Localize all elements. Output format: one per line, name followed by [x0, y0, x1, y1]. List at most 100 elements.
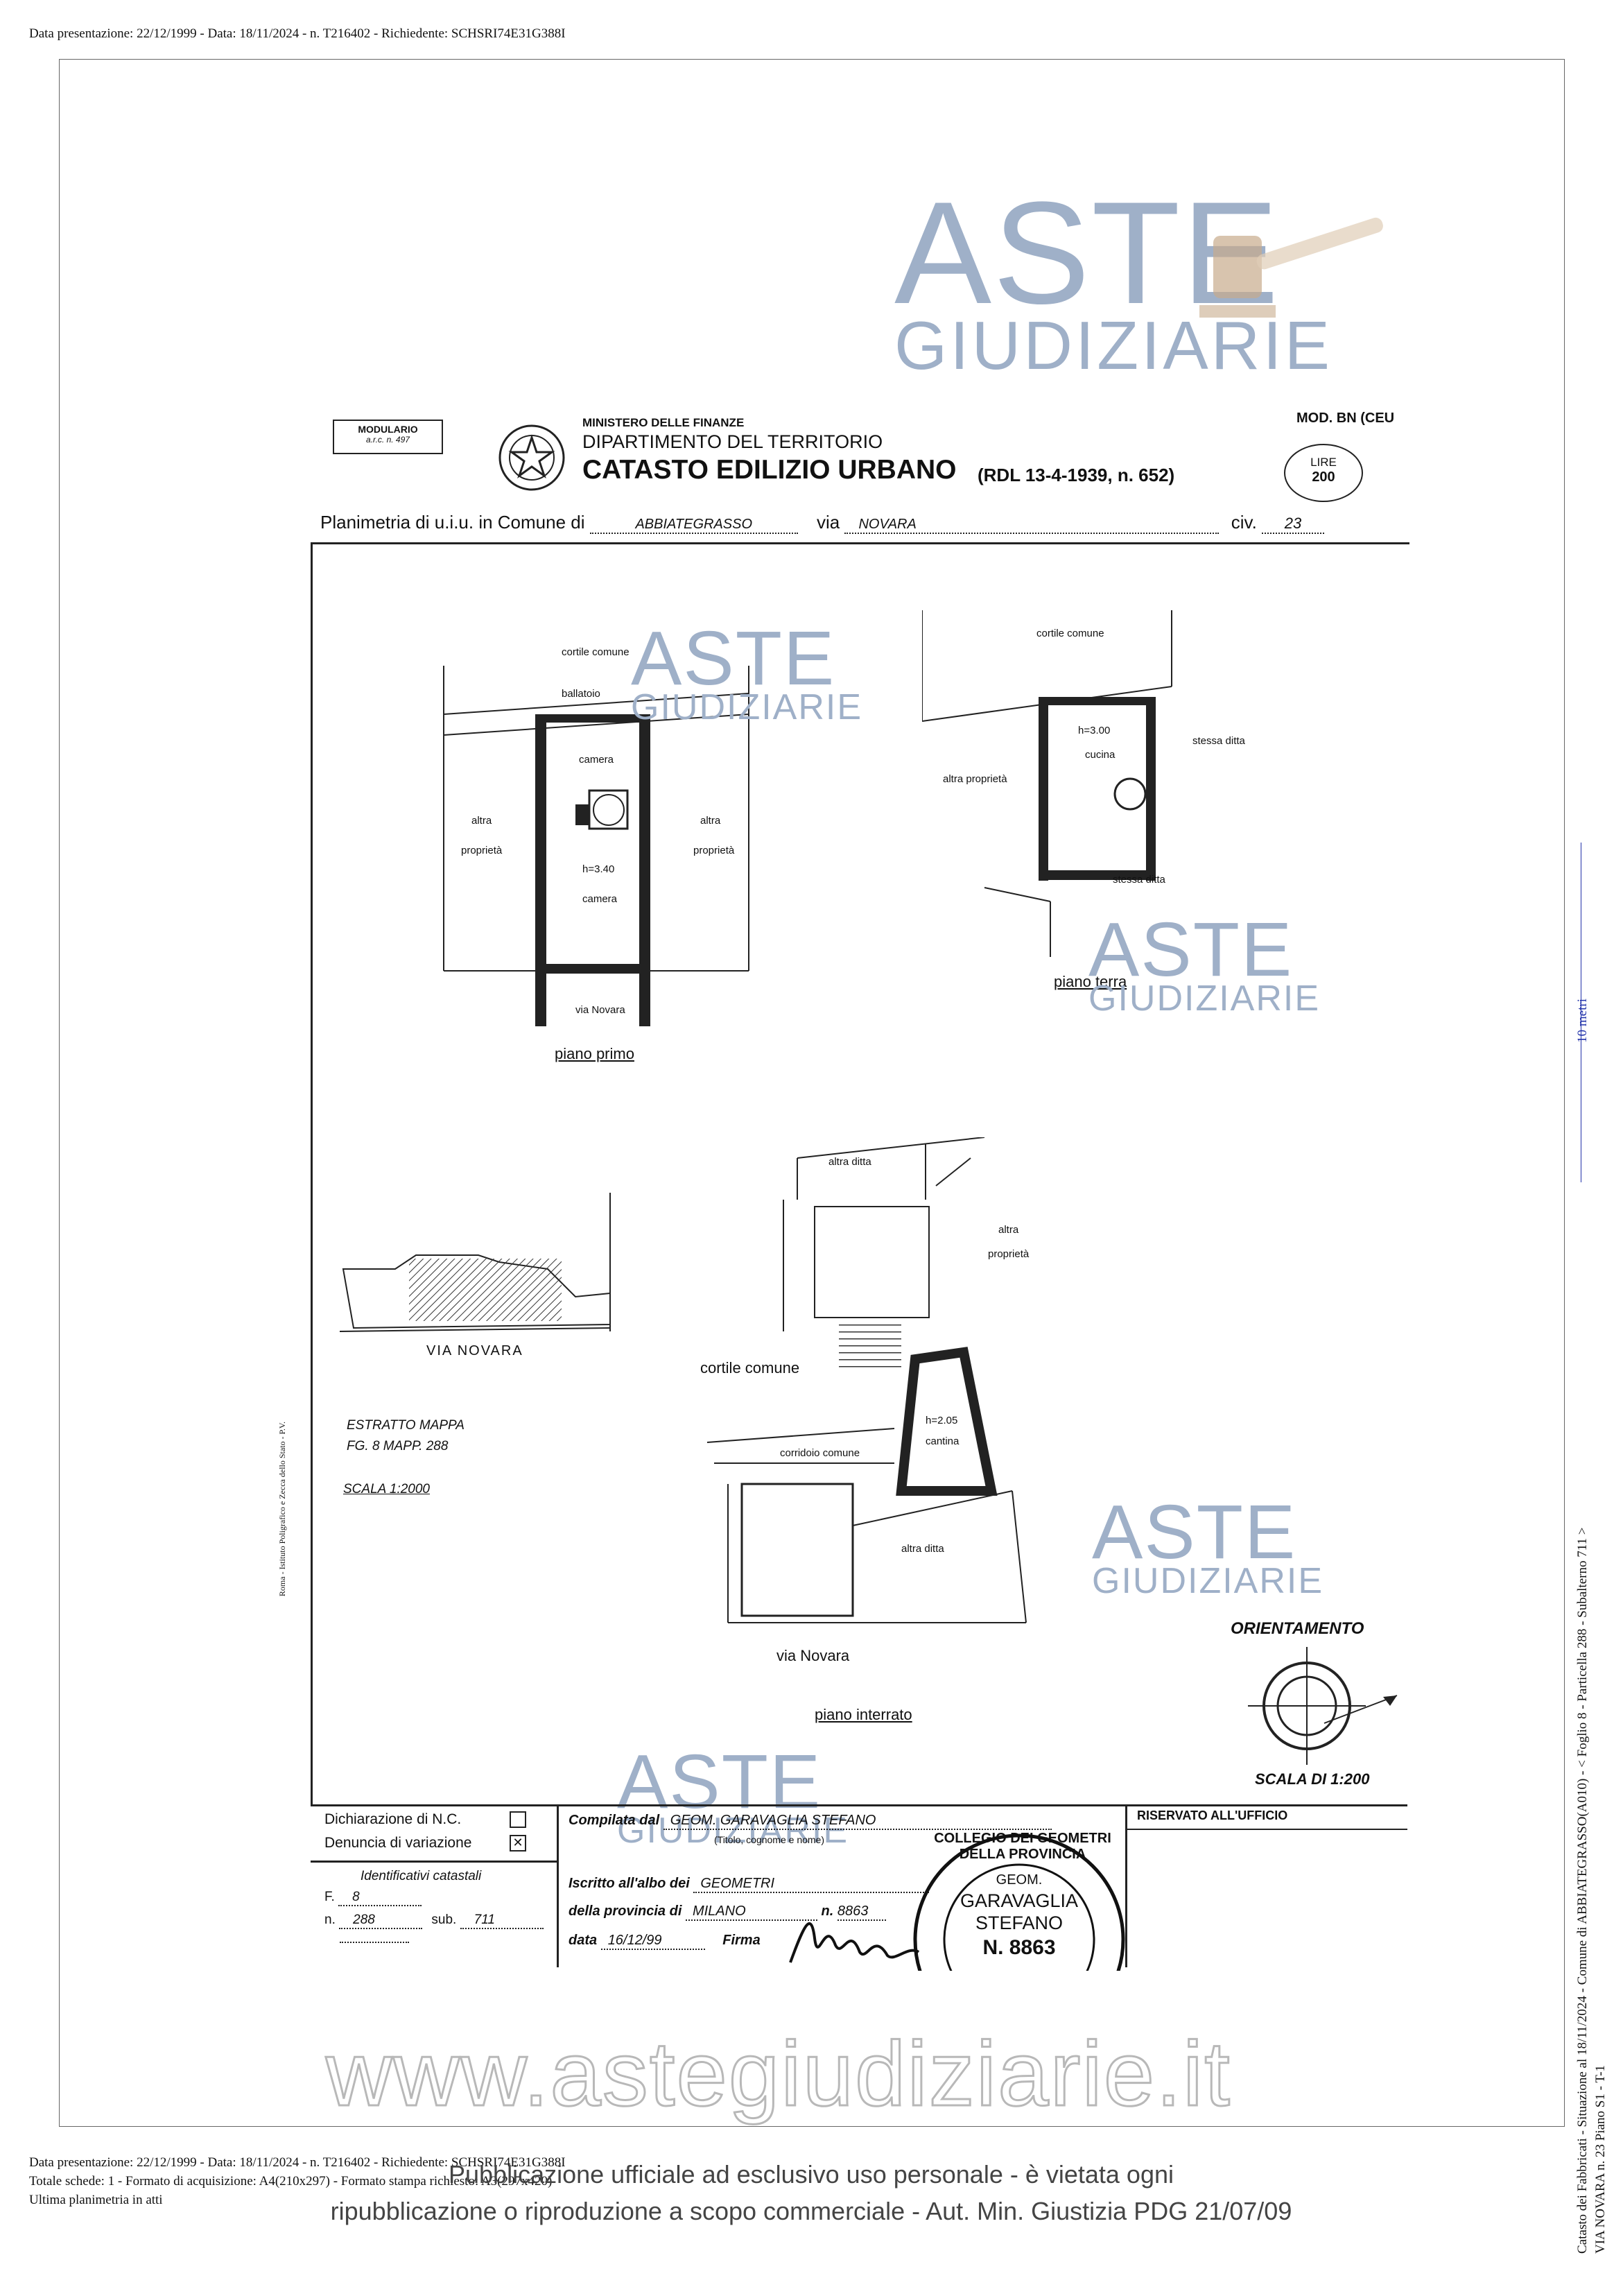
watermark-logo-5: ASTE GIUDIZIARIE [617, 1739, 849, 1849]
presentation-header: Data presentazione: 22/12/1999 - Data: 1… [29, 26, 566, 41]
mod-label: MOD. BN (CEU [1296, 411, 1395, 426]
pp-camera-bottom: camera [582, 893, 618, 905]
denuncia-checkbox[interactable]: ✕ [510, 1835, 526, 1852]
side-catasto-line1: Catasto dei Fabbricati - Situazione al 1… [1575, 1527, 1590, 2254]
iscritto-label: Iscritto all'albo dei [569, 1876, 690, 1891]
ruler-label: 10 metri [1575, 999, 1590, 1043]
scale-label: SCALA DI 1:200 [1255, 1770, 1370, 1788]
pt-cortile: cortile comune [1036, 628, 1104, 639]
compilata-label: Compilata dal [569, 1813, 660, 1828]
side-catasto-line2: VIA NOVARA n. 23 Piano S1 - T-1 [1593, 2064, 1608, 2254]
pt-stessa-bottom: stessa ditta [1113, 874, 1165, 886]
provincia-value: MILANO [685, 1904, 817, 1921]
department-label: DIPARTIMENTO DEL TERRITORIO [582, 431, 883, 452]
pp-height: h=3.40 [582, 863, 615, 875]
wm2-aste: ASTE [631, 616, 836, 701]
planimetria-line: Planimetria di u.i.u. in Comune di ABBIA… [320, 512, 1402, 534]
pt-caption: piano terra [1054, 973, 1127, 990]
map-line2: FG. 8 MAPP. 288 [347, 1439, 449, 1453]
dichiarazione-label: Dichiarazione di N.C. [324, 1811, 462, 1827]
n-label: n. [324, 1913, 336, 1927]
bottom-line1: Data presentazione: 22/12/1999 - Data: 1… [29, 2155, 566, 2170]
pp-camera-top: camera [579, 754, 614, 766]
sub-value: 711 [460, 1913, 544, 1929]
pp-altra-right: altra [700, 815, 721, 827]
pt-stessa-right: stessa ditta [1192, 735, 1245, 747]
ground-floor-drawing [922, 610, 1172, 957]
printer-note: Roma - Istituto Poligrafico e Zecca dell… [277, 1422, 294, 1810]
watermark-url: www.astegiudiziarie.it [325, 2022, 1231, 2126]
pt-cucina: cucina [1085, 749, 1116, 761]
modulario-box: MODULARIO a.r.c. n. 497 [333, 420, 443, 454]
bottom-line3: Ultima planimetria in atti [29, 2193, 163, 2207]
stamp-name1: GARAVAGLIA [960, 1890, 1079, 1911]
wm5-aste: ASTE [617, 1739, 822, 1824]
compilata-value: GEOM. GARAVAGLIA STEFANO [663, 1813, 1052, 1830]
planimetria-label: Planimetria di u.i.u. in Comune di [320, 512, 585, 533]
pi-height: h=2.05 [926, 1415, 958, 1426]
publication-line2: ripubblicazione o riproduzione a scopo c… [330, 2197, 1292, 2225]
stamp-icon [913, 1833, 1125, 1971]
pp-street: via Novara [575, 1004, 625, 1016]
firma-label: Firma [722, 1933, 761, 1948]
watermark-logo-2: ASTE GIUDIZIARIE [631, 616, 863, 727]
pp-prop-right: proprietà [693, 845, 735, 856]
rdl-note: (RDL 13-4-1939, n. 652) [978, 465, 1175, 485]
stamp-geom: GEOM. [996, 1872, 1043, 1888]
watermark-logo-4: ASTE GIUDIZIARIE [1092, 1490, 1324, 1601]
riservato-rule [1125, 1829, 1407, 1830]
pp-cortile: cortile comune [562, 646, 630, 658]
gavel-icon [1186, 208, 1394, 336]
pi-altra: altra [998, 1224, 1019, 1236]
footer-mid-cell [557, 1804, 1127, 1967]
f-label: F. [324, 1890, 335, 1904]
n-albo-value: 8863 [837, 1904, 886, 1921]
stamp-num: N. 8863 [982, 1936, 1056, 1959]
wm3-giudiziarie: GIUDIZIARIE [1088, 978, 1321, 1019]
wm3-aste: ASTE [1088, 907, 1294, 992]
sub-label: sub. [431, 1913, 457, 1927]
map-drawing [340, 1193, 611, 1332]
comune-value: ABBIATEGRASSO [589, 517, 798, 534]
page-frame [59, 59, 1565, 2127]
orientamento-label: ORIENTAMENTO [1231, 1619, 1364, 1638]
f-row: F. 8 [324, 1890, 422, 1906]
map-scale: SCALA 1:2000 [343, 1482, 430, 1496]
drawing-frame [311, 542, 1409, 1806]
lire-stamp: LIRE 200 [1284, 444, 1363, 502]
modulario-sub: a.r.c. n. 497 [366, 435, 410, 444]
wm2-giudiziarie: GIUDIZIARIE [631, 687, 863, 727]
compass-icon [1248, 1647, 1398, 1765]
data-value: 16/12/99 [600, 1933, 705, 1950]
dichiarazione-checkbox[interactable] [510, 1811, 526, 1828]
emblem-icon [494, 420, 570, 499]
pi-caption: piano interrato [815, 1706, 912, 1723]
pi-altra-ditta-bottom: altra ditta [901, 1543, 944, 1555]
pt-height: h=3.00 [1078, 725, 1111, 736]
blank-line [340, 1942, 409, 1943]
via-label: via [817, 512, 840, 533]
catasto-title: CATASTO EDILIZIO URBANO [582, 455, 957, 485]
wm4-aste: ASTE [1092, 1490, 1297, 1575]
side-catasto-wrap: Catasto dei Fabbricati - Situazione al 1… [1575, 1373, 1590, 2254]
n-albo-label: n. [821, 1904, 834, 1919]
n-row: n. 288 sub. 711 [324, 1913, 544, 1929]
civ-label: civ. [1231, 512, 1257, 533]
data-label: data [569, 1933, 598, 1948]
pi-cantina: cantina [926, 1435, 960, 1447]
watermark-logo-3: ASTE GIUDIZIARIE [1088, 907, 1321, 1019]
civ-value: 23 [1262, 515, 1325, 534]
publication-line1: Pubblicazione ufficiale ad esclusivo uso… [449, 2160, 1174, 2189]
map-street: VIA NOVARA [426, 1343, 523, 1358]
iscritto-value: GEOMETRI [693, 1876, 930, 1893]
f-value: 8 [338, 1890, 422, 1906]
ministry-label: MINISTERO DELLE FINANZE [582, 416, 745, 429]
printer-note-text: Roma - Istituto Poligrafico e Zecca dell… [277, 1422, 287, 1597]
pp-caption: piano primo [555, 1045, 634, 1062]
riservato-label: RISERVATO ALL'UFFICIO [1137, 1809, 1288, 1822]
watermark-giudiziarie: GIUDIZIARIE [894, 307, 1333, 383]
denuncia-label: Denuncia di variazione [324, 1835, 472, 1851]
wm4-giudiziarie: GIUDIZIARIE [1092, 1561, 1324, 1601]
pt-altra-proprieta: altra proprietà [943, 773, 1007, 785]
